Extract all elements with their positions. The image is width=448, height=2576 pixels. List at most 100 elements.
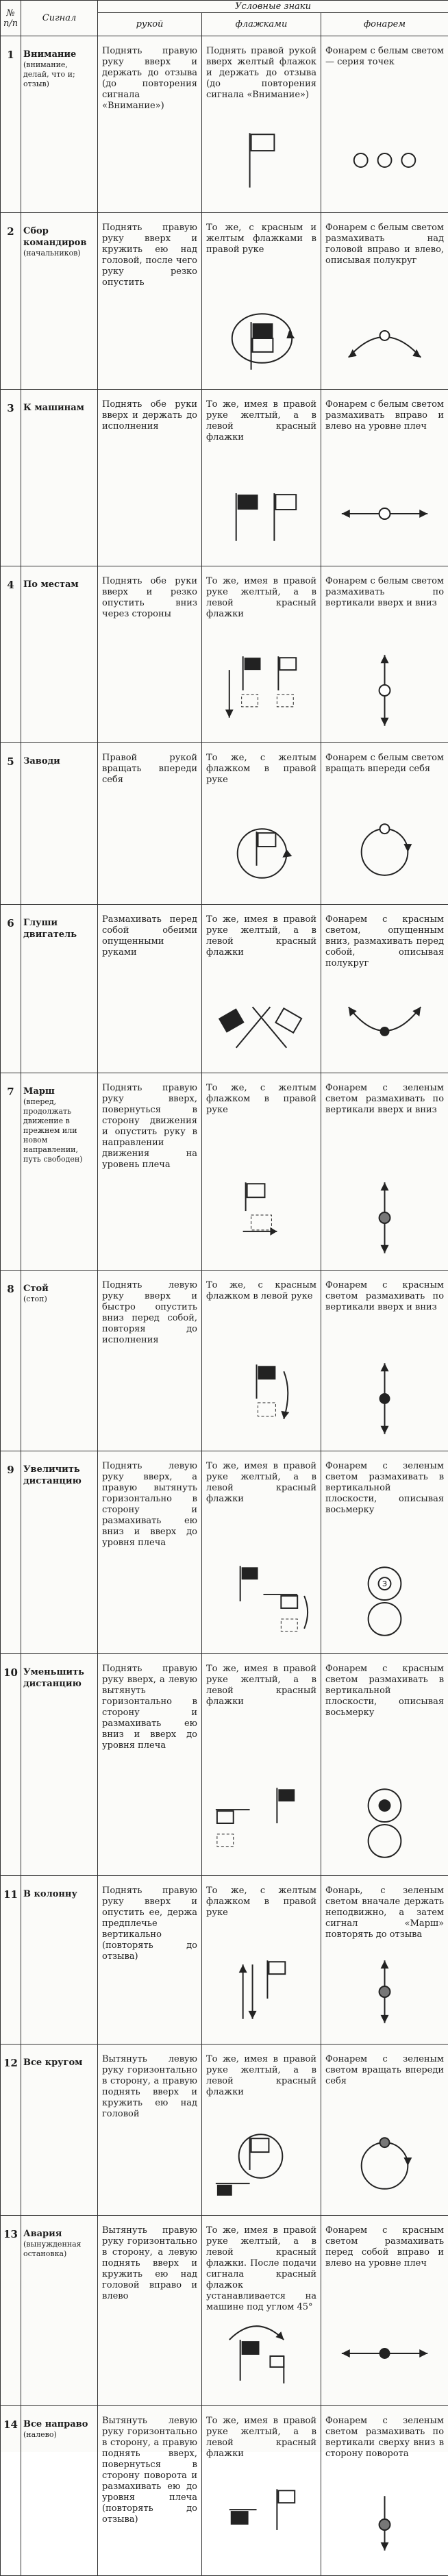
lamp-diagram (321, 119, 448, 201)
hand-description: Поднять правую руку вверх и опустить ее,… (98, 1876, 201, 1962)
hand-description: Поднять правую руку вверх и кружить ею н… (98, 213, 201, 288)
table-row: 10 Уменьшить дистанцию Поднять правую ру… (1, 1654, 448, 1876)
lamp-description: Фонарем с красным светом размахивать в в… (321, 1654, 448, 1718)
flag-diagram (202, 649, 321, 731)
col-lamp-header: фонарем (321, 13, 448, 36)
row-number: 7 (1, 1073, 21, 1271)
flag-diagram (202, 2312, 321, 2394)
col-num-header: № п/п (1, 1, 21, 36)
signal-name: В колонну (21, 1876, 98, 2044)
row-number: 10 (1, 1654, 21, 1876)
table-row: 1 Внимание(внимание, делай, что и; отзыв… (1, 36, 448, 213)
flags-description: То же, с желтым флажком в правой руке (202, 743, 321, 786)
svg-text:З: З (382, 1579, 387, 1588)
signal-name: Марш(вперед, продолжать движение в прежн… (21, 1073, 98, 1271)
row-number: 4 (1, 566, 21, 743)
flag-diagram (202, 2482, 321, 2564)
signal-name: Сбор командиров(начальников) (21, 213, 98, 390)
flags-description: То же, имея в правой руке желтый, а в ле… (202, 905, 321, 958)
hand-description: Вытянуть правую руку горизонтально в сто… (98, 2216, 201, 2302)
flags-description: То же, с желтым флажком в правой руке (202, 1876, 321, 1918)
hand-description: Поднять обе руки вверх и держать до испо… (98, 390, 201, 432)
flags-description: То же, с желтым флажком в правой руке (202, 1073, 321, 1116)
lamp-description: Фонарем с белым светом размахивать вправ… (321, 390, 448, 432)
flags-description: Поднять правой рукой вверх желтый флажок… (202, 36, 321, 101)
hand-description: Поднять правую руку вверх, повернуться в… (98, 1073, 201, 1171)
table-row: 14 Все направо(налево) Вытянуть левую ру… (1, 2406, 448, 2576)
flag-diagram (202, 1560, 321, 1642)
table-row: 8 Стой(стоп) Поднять левую руку вверх и … (1, 1271, 448, 1451)
lamp-diagram (321, 2482, 448, 2564)
flag-diagram (202, 473, 321, 555)
flags-description: То же, имея в правой руке желтый, а в ле… (202, 2406, 321, 2460)
hand-description: Поднять правую руку вверх и держать до о… (98, 36, 201, 112)
signal-name: Авария(вынужденная остановка) (21, 2216, 98, 2406)
lamp-description: Фонарем с белым светом размахивать над г… (321, 213, 448, 266)
flags-description: То же, с красным флажком в левой руке (202, 1271, 321, 1302)
lamp-description: Фонарем с белым светом размахивать по ве… (321, 566, 448, 609)
flag-diagram (202, 1358, 321, 1440)
signal-name: Глуши двигатель (21, 905, 98, 1073)
table-row: 13 Авария(вынужденная остановка) Вытянут… (1, 2216, 448, 2406)
lamp-diagram (321, 1951, 448, 2033)
flags-description: То же, с красным и желтым флажками в пра… (202, 213, 321, 255)
lamp-description: Фонарем с зеленым светом размахивать по … (321, 1073, 448, 1116)
hand-description: Вытянуть левую руку горизонтально в стор… (98, 2406, 201, 2525)
lamp-diagram (321, 811, 448, 893)
flag-diagram (202, 296, 321, 378)
table-row: 9 Увеличить дистанцию Поднять левую руку… (1, 1451, 448, 1654)
row-number: 3 (1, 390, 21, 566)
lamp-description: Фонарем с белым светом — серия точек (321, 36, 448, 68)
flag-diagram (202, 1177, 321, 1259)
signal-name: Все кругом (21, 2044, 98, 2216)
col-group-header: Условные знаки (98, 1, 448, 13)
lamp-diagram (321, 649, 448, 731)
flag-diagram (202, 1782, 321, 1864)
table-row: 6 Глуши двигатель Размахивать перед собо… (1, 905, 448, 1073)
signal-name: По местам (21, 566, 98, 743)
flags-description: То же, имея в правой руке желтый, а в ле… (202, 1451, 321, 1505)
row-number: 9 (1, 1451, 21, 1654)
row-number: 13 (1, 2216, 21, 2406)
lamp-diagram (321, 2122, 448, 2204)
row-number: 2 (1, 213, 21, 390)
table-row: 11 В колонну Поднять правую руку вверх и… (1, 1876, 448, 2044)
lamp-description: Фонарем с белым светом вращать впереди с… (321, 743, 448, 775)
row-number: 14 (1, 2406, 21, 2576)
hand-description: Вытянуть левую руку горизонтально в стор… (98, 2044, 201, 2120)
flag-diagram (202, 811, 321, 893)
signal-note: (вынужденная остановка) (23, 2240, 95, 2259)
signal-note: (налево) (23, 2430, 95, 2440)
flag-diagram (202, 1951, 321, 2033)
signal-note: (вперед, продолжать движение в прежнем и… (23, 1097, 95, 1164)
signal-name: Уменьшить дистанцию (21, 1654, 98, 1876)
lamp-description: Фонарем с красным светом размахивать пер… (321, 2216, 448, 2269)
table-row: 3 К машинам Поднять обе руки вверх и дер… (1, 390, 448, 566)
col-signal-header: Сигнал (21, 1, 98, 36)
lamp-diagram (321, 1358, 448, 1440)
flags-description: То же, имея в правой руке желтый, а в ле… (202, 566, 321, 620)
row-number: 5 (1, 743, 21, 905)
flags-description: То же, имея в правой руке желтый, а в ле… (202, 390, 321, 443)
lamp-diagram (321, 2312, 448, 2394)
lamp-description: Фонарем с зеленым светом вращать впереди… (321, 2044, 448, 2087)
flags-description: То же, имея в правой руке желтый, а в ле… (202, 2044, 321, 2098)
signal-name: Все направо(налево) (21, 2406, 98, 2576)
row-number: 11 (1, 1876, 21, 2044)
signal-note: (начальников) (23, 249, 95, 258)
lamp-diagram (321, 473, 448, 555)
hand-description: Поднять обе руки вверх и резко опустить … (98, 566, 201, 620)
signal-note: (стоп) (23, 1295, 95, 1304)
lamp-diagram (321, 1782, 448, 1864)
lamp-description: Фонарем с зеленым светом размахивать в в… (321, 1451, 448, 1516)
col-flags-header: флажками (202, 13, 321, 36)
hand-description: Размахивать перед собой обеими опущенным… (98, 905, 201, 958)
flags-description: То же, имея в правой руке желтый, а в ле… (202, 2216, 321, 2313)
lamp-diagram: З (321, 1560, 448, 1642)
row-number: 8 (1, 1271, 21, 1451)
table-row: 4 По местам Поднять обе руки вверх и рез… (1, 566, 448, 743)
signal-name: Заводи (21, 743, 98, 905)
flag-diagram (202, 2122, 321, 2204)
signal-name: Внимание(внимание, делай, что и; отзыв) (21, 36, 98, 213)
